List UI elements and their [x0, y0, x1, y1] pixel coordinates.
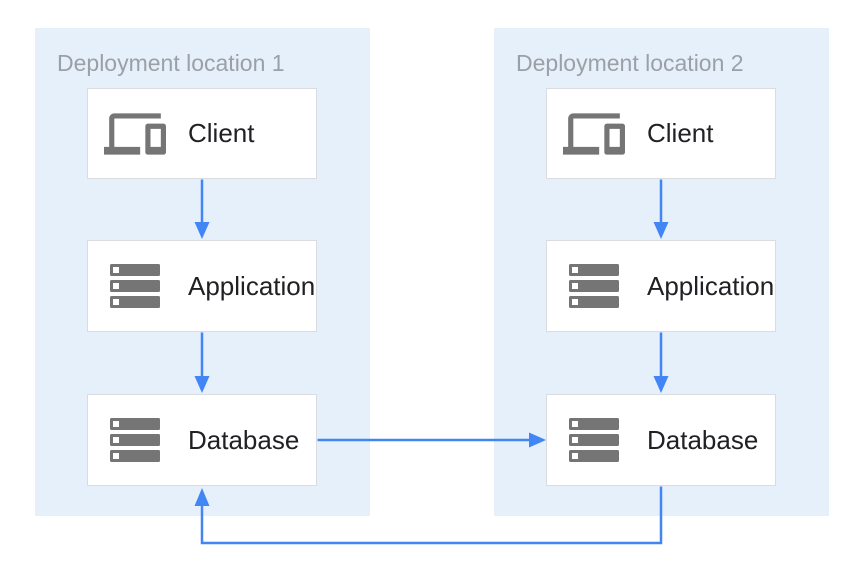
- node-application-1: Application: [87, 240, 317, 332]
- node-label: Application: [647, 270, 775, 301]
- devices-icon: [562, 103, 626, 165]
- node-client-1: Client: [87, 88, 317, 179]
- server-stack-icon: [562, 418, 626, 462]
- server-stack-icon: [562, 264, 626, 308]
- deployment-zone-1: Deployment location 1 Client Application: [35, 28, 370, 516]
- node-database-2: Database: [546, 394, 776, 486]
- node-label: Database: [188, 424, 300, 455]
- server-stack-icon: [103, 418, 167, 462]
- node-label: Client: [188, 118, 255, 148]
- zone-1-title: Deployment location 1: [57, 50, 285, 76]
- node-label: Database: [647, 424, 759, 455]
- devices-icon: [103, 103, 167, 165]
- node-client-2: Client: [546, 88, 776, 179]
- server-stack-icon: [103, 264, 167, 308]
- deployment-zone-2: Deployment location 2 Client Application: [494, 28, 829, 516]
- node-database-1: Database: [87, 394, 317, 486]
- zone-2-title: Deployment location 2: [516, 50, 744, 76]
- node-label: Client: [647, 118, 714, 148]
- node-application-2: Application: [546, 240, 776, 332]
- node-label: Application: [188, 270, 316, 301]
